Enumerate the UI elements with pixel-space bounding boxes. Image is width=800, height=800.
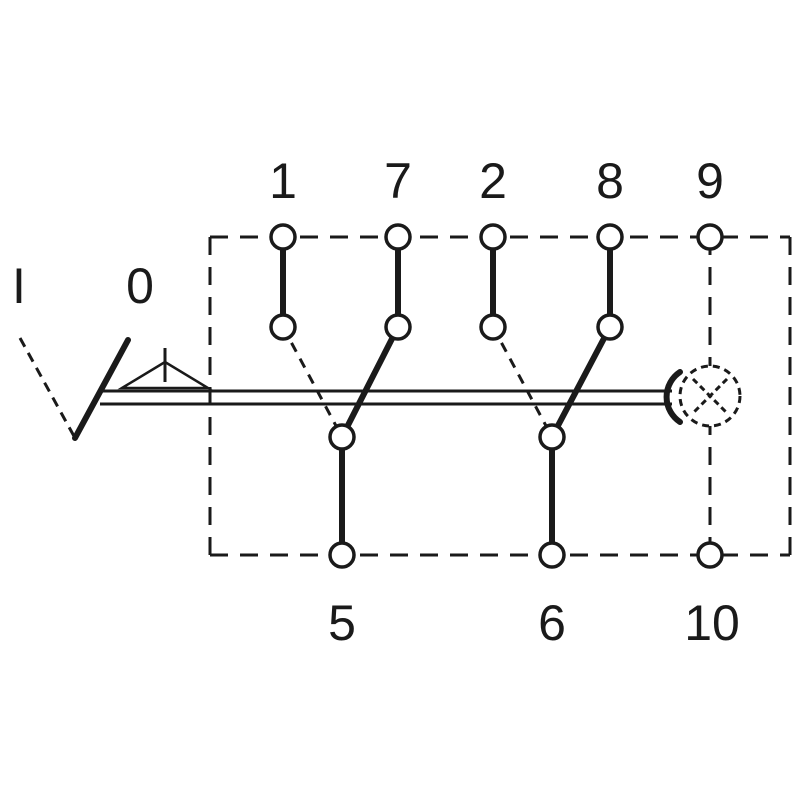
terminal-label-7: 7 (384, 153, 412, 209)
terminals (269, 223, 724, 569)
rocker-lever (72, 337, 131, 441)
position-label-off: 0 (126, 258, 154, 314)
contact-2-open (491, 326, 554, 438)
contact-point-7 (384, 313, 412, 341)
terminal-label-8: 8 (596, 153, 624, 209)
contact-1-open (281, 326, 344, 438)
terminal-7 (384, 223, 412, 251)
contact-7-closed (339, 324, 401, 440)
lamp-bracket (663, 369, 683, 425)
contact-wiring (280, 234, 613, 558)
contact-point-1 (269, 313, 297, 341)
terminal-9 (696, 223, 724, 251)
terminal-label-6: 6 (538, 595, 566, 651)
rocker-on-position-dashed (18, 337, 77, 439)
terminal-label-1: 1 (269, 153, 297, 209)
lamp-icon (663, 364, 742, 428)
position-label-on: I (12, 258, 26, 314)
pivot-point-5 (328, 423, 356, 451)
lamp-cross-b (691, 377, 729, 415)
rocker-detent (117, 360, 213, 390)
terminal-5 (328, 541, 356, 569)
terminal-label-9: 9 (696, 153, 724, 209)
terminal-8 (596, 223, 624, 251)
actuator-link (100, 389, 672, 406)
terminal-1 (269, 223, 297, 251)
rocker-switch-icon (18, 337, 213, 441)
contact-point-2 (479, 313, 507, 341)
terminal-10 (696, 541, 724, 569)
terminal-6 (538, 541, 566, 569)
terminal-label-5: 5 (328, 595, 356, 651)
pivot-point-6 (538, 423, 566, 451)
terminal-label-10: 10 (684, 595, 740, 651)
terminal-label-2: 2 (479, 153, 507, 209)
contact-8-closed (549, 324, 613, 440)
contact-point-8 (596, 313, 624, 341)
terminal-2 (479, 223, 507, 251)
